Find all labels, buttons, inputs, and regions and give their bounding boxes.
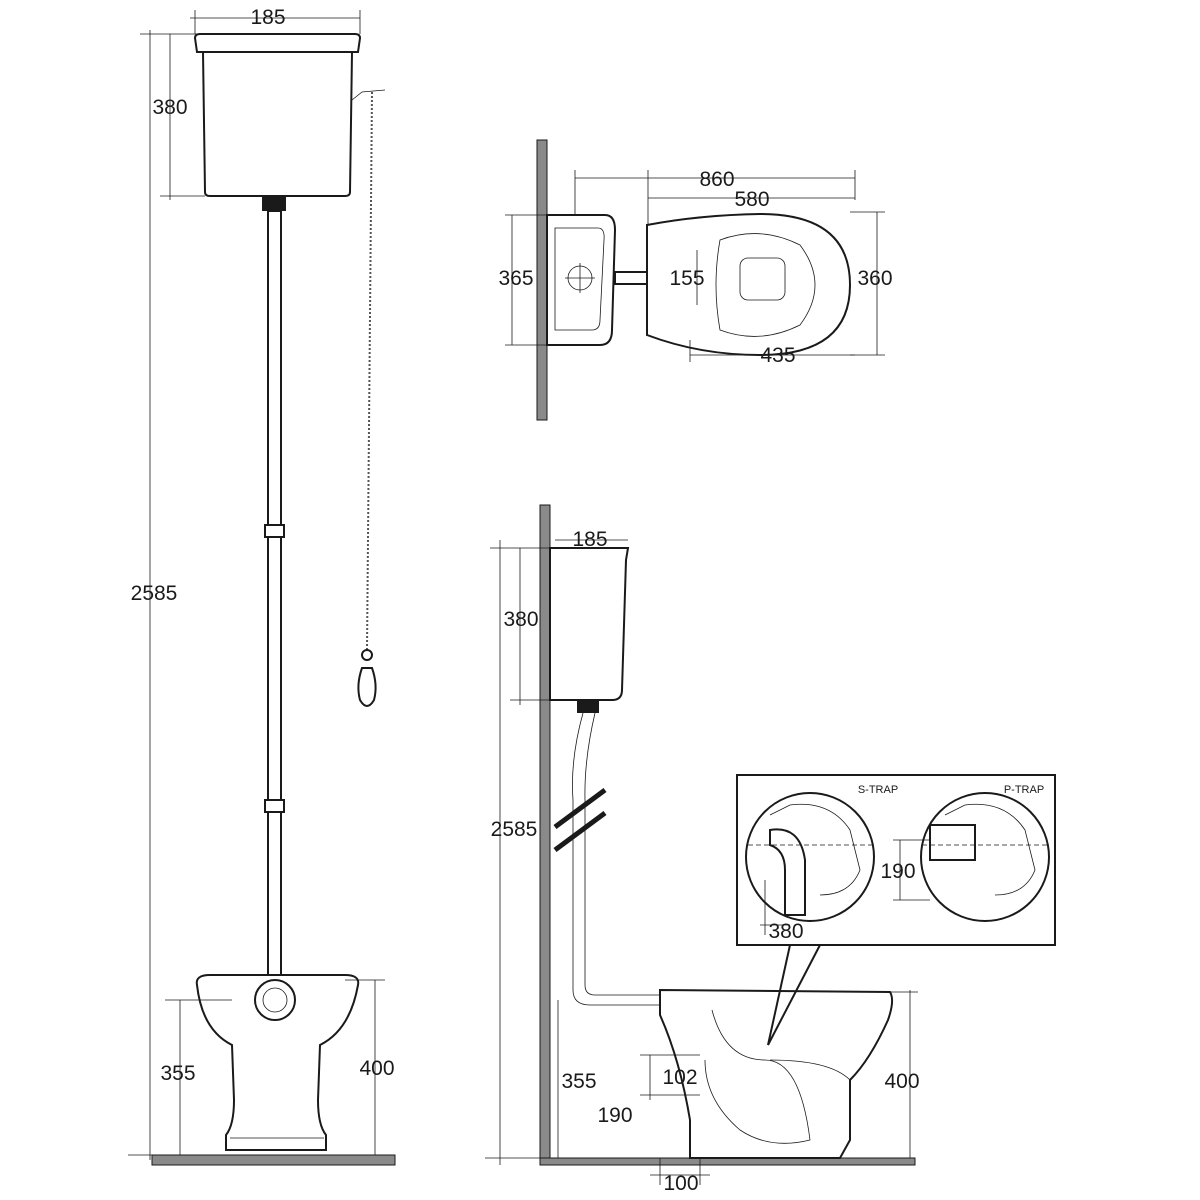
dim-tank-height: 380 bbox=[152, 96, 187, 119]
side-view: 185 380 2585 355 102 190 100 400 bbox=[485, 504, 920, 1195]
dim-total-height: 2585 bbox=[491, 818, 538, 841]
dim-inlet-height: 355 bbox=[160, 1062, 195, 1085]
dim-bowl-height: 400 bbox=[884, 1070, 919, 1093]
dim-outlet-offset: 102 bbox=[662, 1066, 697, 1089]
break-mark bbox=[553, 787, 607, 830]
pipe-inlet bbox=[254, 979, 296, 1021]
pipe-joint bbox=[264, 524, 285, 538]
flush-lever bbox=[351, 89, 386, 101]
tank-side bbox=[549, 547, 630, 701]
dim-tank-width: 185 bbox=[250, 6, 285, 29]
tank-outlet bbox=[577, 701, 599, 713]
bowl-top bbox=[646, 212, 852, 357]
pull-chain bbox=[366, 91, 373, 651]
chain-ring bbox=[361, 649, 373, 661]
trap-detail: S-TRAP P-TRAP 380 190 bbox=[736, 774, 1056, 1046]
flush-pipe bbox=[267, 210, 282, 977]
connecting-pipe bbox=[614, 271, 648, 285]
dim-tank-height: 380 bbox=[503, 608, 538, 631]
break-mark bbox=[553, 810, 607, 853]
p-trap-pipe bbox=[929, 824, 976, 861]
s-trap-circle bbox=[745, 792, 875, 922]
s-trap-label: S-TRAP bbox=[858, 784, 898, 796]
p-trap-dim: 190 bbox=[880, 860, 915, 883]
tank bbox=[201, 51, 354, 197]
dim-fixing-spacing: 155 bbox=[669, 267, 704, 290]
dim-inlet-height: 355 bbox=[561, 1070, 596, 1093]
p-trap-label: P-TRAP bbox=[1004, 784, 1044, 796]
wall bbox=[536, 139, 548, 421]
top-view: 860 580 365 155 360 435 bbox=[498, 139, 893, 421]
s-trap-dim: 380 bbox=[768, 920, 803, 943]
floor bbox=[539, 1157, 916, 1166]
dim-outlet-wall-distance: 100 bbox=[663, 1172, 698, 1195]
bowl-side bbox=[659, 988, 894, 1159]
wall bbox=[539, 504, 551, 1166]
pipe-joint bbox=[264, 799, 285, 813]
floor bbox=[151, 1154, 396, 1166]
dim-bowl-depth: 580 bbox=[734, 188, 769, 211]
dim-overall-depth: 860 bbox=[699, 168, 734, 191]
dim-total-height: 2585 bbox=[131, 582, 178, 605]
dim-bowl-height: 400 bbox=[359, 1057, 394, 1080]
dim-outlet-height: 190 bbox=[597, 1104, 632, 1127]
tank-top bbox=[546, 214, 617, 346]
dim-tank-width: 365 bbox=[498, 267, 533, 290]
front-view: 185 380 2585 355 400 bbox=[128, 6, 396, 1166]
toilet-bowl bbox=[195, 974, 360, 1151]
s-trap-pipe bbox=[769, 828, 806, 916]
tank-lid bbox=[193, 33, 362, 53]
tank-outlet bbox=[262, 197, 286, 211]
dim-bowl-width: 360 bbox=[857, 267, 892, 290]
dim-tank-depth: 185 bbox=[572, 528, 607, 551]
dim-seat-depth: 435 bbox=[760, 344, 795, 367]
pull-handle bbox=[357, 667, 377, 707]
